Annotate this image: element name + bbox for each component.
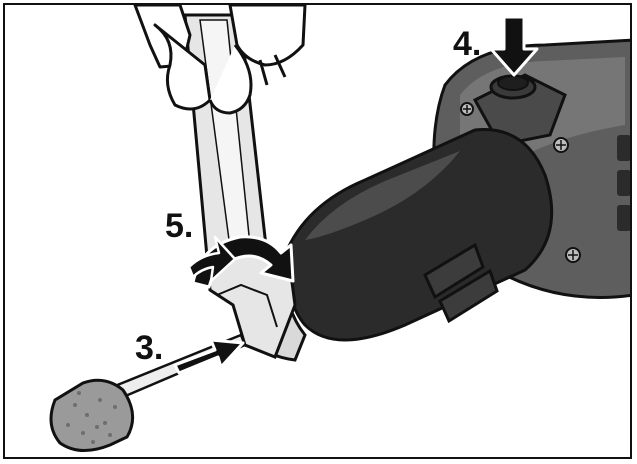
grip-highlight	[305, 151, 460, 240]
screw-icon	[460, 102, 474, 116]
screw-icon	[553, 137, 569, 153]
screw-icon	[565, 247, 581, 263]
vent-slot	[617, 170, 630, 196]
rotation-arrow-icon	[187, 235, 295, 289]
step-label-5: 5.	[165, 207, 193, 245]
die-grinder	[235, 38, 630, 362]
spindle-lock-button	[472, 73, 567, 147]
step-label-3: 3.	[135, 329, 163, 367]
grip-ridges	[423, 242, 499, 324]
illustration-frame: 3. 4. 5.	[3, 3, 632, 459]
step-label-4: 4.	[453, 25, 481, 63]
vent-slot	[617, 205, 630, 231]
hand-icon	[133, 5, 307, 115]
press-arrow-icon	[489, 15, 539, 77]
assembly-illustration: 3. 4. 5.	[49, 5, 630, 452]
vent-slot	[617, 135, 630, 161]
insert-arrow-icon	[173, 338, 245, 375]
